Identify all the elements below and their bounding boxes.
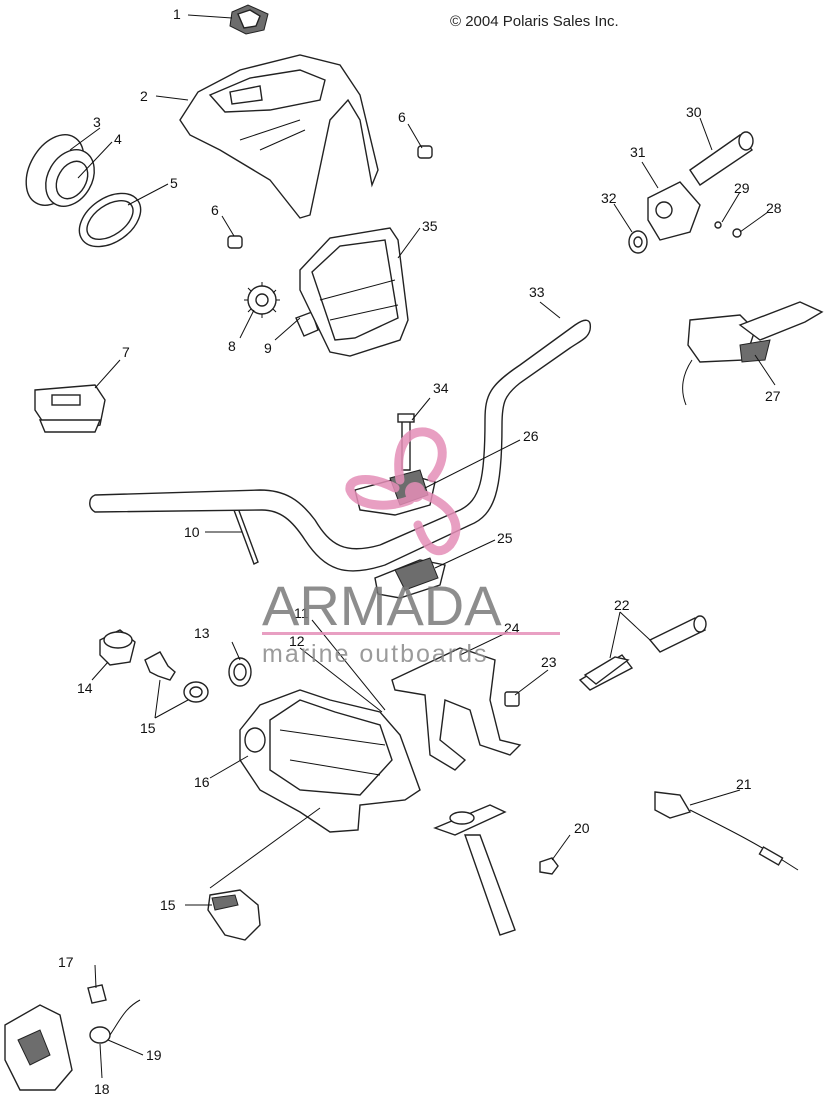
part-13-cap [228,657,252,687]
callout-28: 28 [766,200,782,216]
callout-34: 34 [433,380,449,396]
watermark-underline [262,632,560,635]
part-15-key [144,651,209,703]
steering-tube [433,804,516,936]
part-5-gasket [78,192,142,248]
callout-3: 3 [93,114,101,130]
callout-17: 17 [58,954,74,970]
propeller-logo-icon [345,427,461,556]
callout-12: 12 [289,633,305,649]
callout-labels: 1 2 3 4 5 6 6 7 8 9 10 11 12 13 14 15 15… [58,6,782,1095]
part-28-29-screws [714,221,742,238]
part-22-grip-left [578,654,634,691]
callout-4: 4 [114,131,122,147]
part-15-ignition-switch [207,889,261,941]
part-14-plug [99,629,136,666]
part-1-clip [229,4,269,35]
callout-11: 11 [294,605,309,621]
callout-2: 2 [140,88,148,104]
part-33-handlebar [89,319,592,572]
callout-14: 14 [77,680,93,696]
callout-22: 22 [614,597,630,613]
part-16-console [239,689,421,833]
part-22-grip-right [648,615,707,653]
callout-27: 27 [765,388,781,404]
watermark-brand: ARMADA [262,574,502,637]
callout-9: 9 [264,340,272,356]
watermark: ARMADA marine outboards [262,427,560,668]
part-32-washer [628,230,648,254]
part-9-bracket [295,311,319,337]
callout-20: 20 [574,820,590,836]
part-17-18-19-switch-housing [4,984,141,1091]
watermark-tagline: marine outboards [262,640,489,668]
callout-21: 21 [736,776,752,792]
callout-6a: 6 [398,109,406,125]
part-3-4-lens [25,134,95,207]
callout-29: 29 [734,180,750,196]
part-20-nut [539,857,559,875]
callout-15a: 15 [140,720,156,736]
callout-19: 19 [146,1047,162,1063]
callout-32: 32 [601,190,617,206]
part-8-gear [244,282,280,318]
callout-15b: 15 [160,897,176,913]
callout-8: 8 [228,338,236,354]
callout-10: 10 [184,524,200,540]
callout-31: 31 [630,144,646,160]
callout-25: 25 [497,530,513,546]
part-7-switch [34,384,106,433]
callout-16: 16 [194,774,210,790]
part-31-housing [647,181,701,241]
part-30-grip [689,131,754,186]
part-6-screws [227,145,433,249]
callout-23: 23 [541,654,557,670]
callout-18: 18 [94,1081,110,1095]
callout-35: 35 [422,218,438,234]
part-24-bracket [391,647,522,771]
part-35-headlight-housing [299,227,409,357]
callout-33: 33 [529,284,545,300]
part-27-brake-lever [682,301,824,406]
part-21-throttle-cable [654,791,799,871]
callout-1: 1 [173,6,181,22]
part-23-nut [504,691,520,707]
part-25-lower-clamp [374,557,446,599]
callout-26: 26 [523,428,539,444]
callout-7: 7 [122,344,130,360]
callout-13: 13 [194,625,210,641]
part-2-pod-cover [179,54,379,219]
callout-5: 5 [170,175,178,191]
callout-30: 30 [686,104,702,120]
callout-6b: 6 [211,202,219,218]
copyright-notice: © 2004 Polaris Sales Inc. [450,13,619,30]
